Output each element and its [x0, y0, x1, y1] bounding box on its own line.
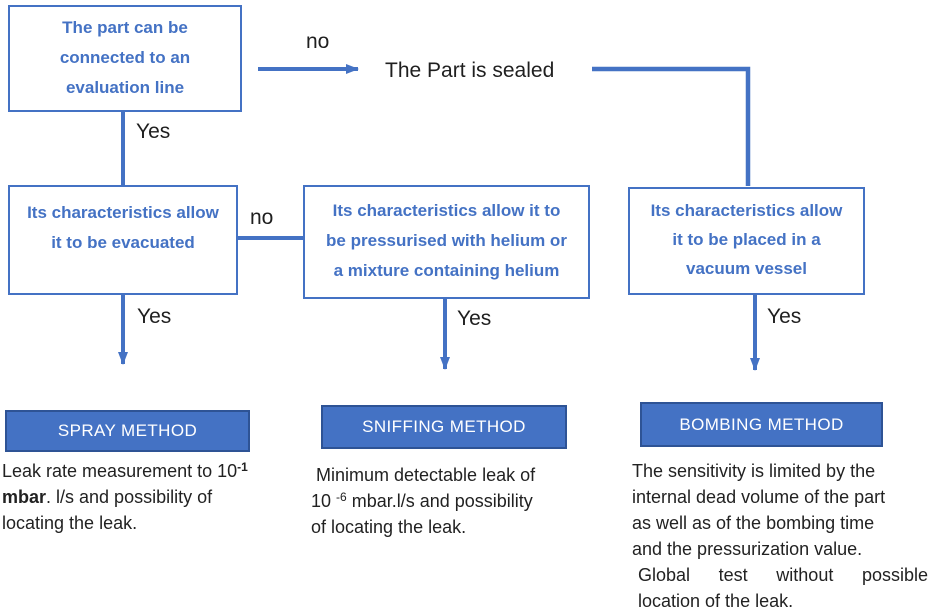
spray-description: Leak rate measurement to 10-1 mbar. l/s …: [2, 458, 302, 536]
method-title: SNIFFING METHOD: [362, 417, 526, 436]
decision-line: Its characteristics allow: [27, 203, 219, 222]
desc-text: as well as of the bombing time: [632, 513, 875, 533]
desc-text: internal dead volume of the part: [632, 487, 886, 507]
edge-label-yes-spray: Yes: [137, 305, 172, 328]
elbow-sealed-to-vacuum: [592, 66, 751, 186]
method-box-bombing: BOMBING METHOD: [640, 402, 883, 447]
desc-text: locating the leak.: [2, 513, 138, 533]
decision-line: it to be placed in a: [672, 230, 821, 249]
decision-box-evaluation-line: The part can be connected to an evaluati…: [8, 5, 242, 112]
desc-text: . l/s and possibility of: [46, 487, 213, 507]
decision-line: a mixture containing helium: [333, 261, 560, 280]
edge-label-yes-evacuate: Yes: [136, 120, 171, 143]
sniffing-description: Minimum detectable leak of 10 -6 mbar.l/…: [311, 462, 576, 540]
desc-text: of locating the leak.: [311, 517, 467, 537]
desc-text: 10: [311, 491, 337, 511]
method-box-spray: SPRAY METHOD: [5, 410, 250, 452]
decision-box-evacuated: Its characteristics allow it to be evacu…: [8, 185, 238, 295]
desc-text: The sensitivity is limited by the: [632, 461, 876, 481]
decision-line: The part can be: [62, 18, 188, 37]
edge-label-no-pressurise: no: [250, 206, 274, 229]
decision-line: be pressurised with helium or: [326, 231, 567, 250]
desc-text: Leak rate measurement to 10: [2, 461, 238, 481]
decision-line: it to be evacuated: [51, 233, 195, 252]
decision-line: connected to an: [59, 48, 191, 67]
bombing-description: The sensitivity is limited by the intern…: [632, 458, 928, 613]
edge-label-yes-bomb: Yes: [767, 305, 802, 328]
desc-text: Global test without possible: [638, 565, 928, 585]
decision-line: Its characteristics allow it to: [332, 201, 561, 220]
decision-box-vacuum-vessel: Its characteristics allow it to be place…: [628, 187, 865, 295]
node-part-is-sealed: The Part is sealed: [385, 59, 555, 82]
method-title: BOMBING METHOD: [679, 414, 844, 434]
edge-label-no-sealed: no: [306, 30, 330, 53]
decision-line: vacuum vessel: [686, 259, 807, 278]
superscript: -1: [237, 460, 248, 474]
desc-text: location of the leak.: [638, 591, 794, 611]
superscript: -6: [336, 490, 347, 504]
desc-text: and the pressurization value.: [632, 539, 863, 559]
desc-text: mbar.l/s and possibility: [346, 491, 533, 511]
decision-line: evaluation line: [65, 78, 185, 97]
decision-box-pressurised: Its characteristics allow it to be press…: [303, 185, 590, 299]
desc-text: mbar: [2, 487, 47, 507]
method-box-sniffing: SNIFFING METHOD: [321, 405, 567, 449]
decision-line: Its characteristics allow: [650, 201, 843, 220]
method-title: SPRAY METHOD: [57, 421, 198, 440]
edge-label-yes-sniff: Yes: [457, 307, 492, 330]
desc-text: Minimum detectable leak of: [316, 465, 536, 485]
